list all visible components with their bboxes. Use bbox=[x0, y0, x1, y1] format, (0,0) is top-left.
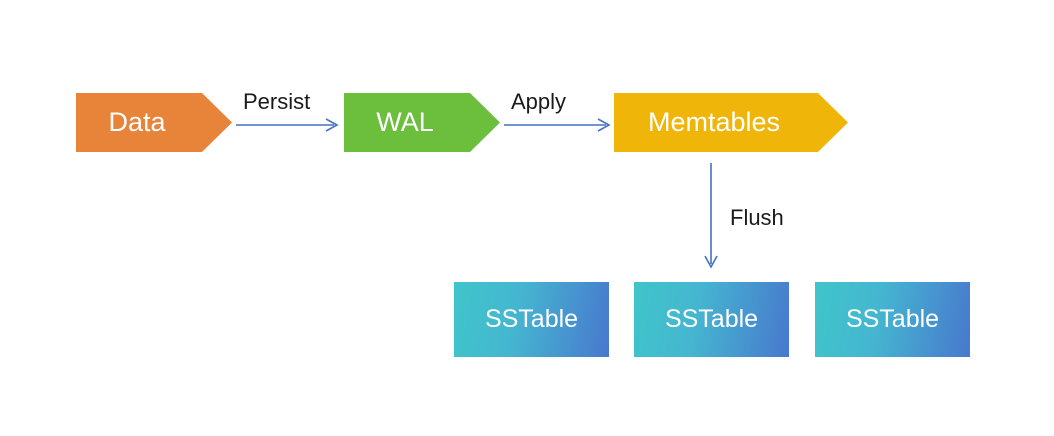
node-wal-shape bbox=[344, 93, 500, 152]
node-data-shape bbox=[76, 93, 232, 152]
edge-label-persist: Persist bbox=[243, 89, 311, 114]
node-sstable-3[interactable]: SSTable bbox=[815, 282, 970, 357]
node-wal-label: WAL bbox=[376, 107, 434, 137]
edge-arrow-flush bbox=[704, 163, 718, 269]
node-sstable-1-label: SSTable bbox=[484, 305, 579, 333]
edge-label-flush: Flush bbox=[730, 205, 784, 230]
node-memtables-label: Memtables bbox=[647, 107, 781, 137]
edge-arrow-apply bbox=[504, 118, 611, 132]
node-data[interactable]: Data bbox=[76, 93, 232, 152]
node-memtables-shape bbox=[614, 93, 848, 152]
node-data-label: Data bbox=[108, 107, 166, 137]
node-wal[interactable]: WAL bbox=[344, 93, 500, 152]
edge-label-apply: Apply bbox=[511, 89, 567, 114]
node-sstable-1[interactable]: SSTable bbox=[454, 282, 609, 357]
node-sstable-3-label: SSTable bbox=[845, 305, 940, 333]
node-sstable-2-label: SSTable bbox=[664, 305, 759, 333]
node-sstable-2[interactable]: SSTable bbox=[634, 282, 789, 357]
edge-arrow-persist bbox=[236, 118, 339, 132]
node-memtables[interactable]: Memtables bbox=[614, 93, 848, 152]
